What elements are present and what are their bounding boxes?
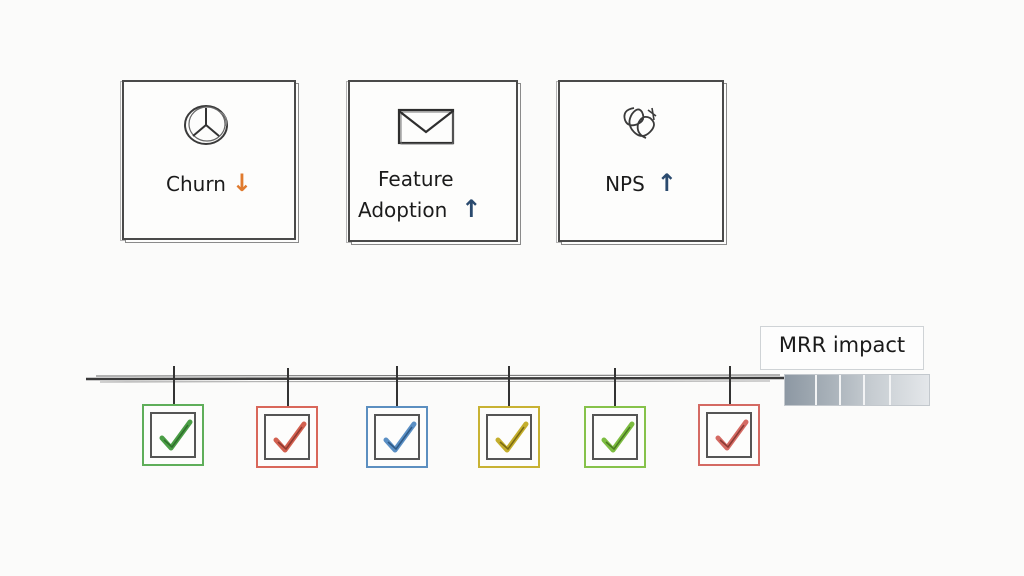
check-box-5	[584, 406, 646, 468]
feature-adoption-card: Feature Adoption ↑	[348, 80, 518, 242]
checkmark-icon	[273, 421, 307, 453]
churn-card: Churn↓	[122, 80, 296, 240]
checkmark-icon	[159, 419, 193, 451]
envelope-icon	[397, 108, 455, 145]
pie-chart-icon	[184, 105, 228, 145]
churn-label-group: Churn↓	[124, 168, 294, 199]
feature-adoption-label-group: Feature Adoption ↑	[358, 164, 516, 225]
check-box-4	[478, 406, 540, 468]
churn-down-arrow: ↓	[231, 169, 252, 197]
mrr-impact-box: MRR impact	[760, 326, 924, 370]
timeline-tick	[173, 366, 175, 404]
checkmark-icon	[383, 421, 417, 453]
mrr-impact-label: MRR impact	[778, 333, 906, 357]
check-box-6	[698, 404, 760, 466]
feature-label-line2: Adoption	[358, 198, 448, 222]
timeline-tick	[287, 368, 289, 406]
mrr-impact-bar	[784, 374, 930, 406]
checkmark-icon	[715, 419, 749, 451]
feature-up-arrow: ↑	[461, 195, 482, 223]
timeline-tick	[508, 366, 510, 406]
churn-label: Churn	[166, 172, 226, 196]
feature-label-line1: Feature	[378, 167, 454, 191]
checkmark-icon	[495, 421, 529, 453]
nps-label-group: NPS ↑	[560, 168, 722, 199]
checkmark-icon	[601, 421, 635, 453]
scribble-icon	[623, 107, 657, 139]
check-box-2	[256, 406, 318, 468]
timeline-tick	[614, 368, 616, 406]
timeline-tick	[729, 366, 731, 404]
timeline-tick	[396, 366, 398, 406]
check-box-3	[366, 406, 428, 468]
check-box-1	[142, 404, 204, 466]
nps-label: NPS	[605, 172, 645, 196]
nps-card: NPS ↑	[558, 80, 724, 242]
nps-up-arrow: ↑	[656, 169, 677, 197]
